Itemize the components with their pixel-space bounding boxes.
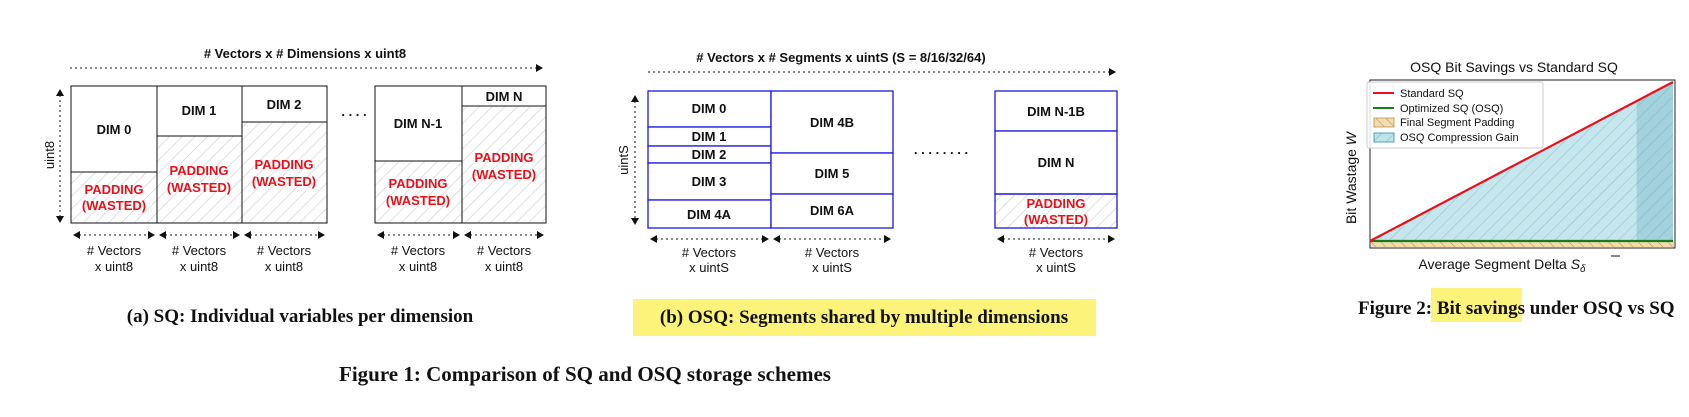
fig1a-bottom-2a: # Vectors — [172, 243, 227, 258]
fig1a-dots: . . . . — [341, 104, 366, 119]
fig1a-panel: # Vectors x # Dimensions x uint8 uint8 D… — [42, 46, 547, 327]
fig1a-dim0-pad-1: PADDING — [85, 182, 144, 197]
fig1b-bottom-2a: # Vectors — [805, 245, 860, 260]
fig1b-top-label: # Vectors x # Segments x uintS (S = 8/16… — [696, 50, 985, 65]
fig2-panel: OSQ Bit Savings vs Standard SQ Average S… — [1343, 59, 1676, 322]
chart-legend-box — [1366, 81, 1544, 149]
legend-label-gain: OSQ Compression Gain — [1400, 132, 1519, 144]
fig1b-pad-2: (WASTED) — [1024, 212, 1088, 227]
chart-xlabel: Average Segment Delta Sδ — [1418, 256, 1586, 275]
series-gain-edge-band — [1636, 82, 1673, 241]
fig1b-dimn-label: DIM N — [1038, 155, 1075, 170]
fig1b-y-label: uintS — [616, 145, 631, 175]
fig1b-caption: (b) OSQ: Segments shared by multiple dim… — [660, 307, 1068, 328]
fig1a-dimn1-padding — [374, 160, 463, 224]
legend-label-osq: Optimized SQ (OSQ) — [1400, 103, 1503, 115]
fig1b-bottom-1b: x uintS — [689, 260, 729, 275]
chart-title: OSQ Bit Savings vs Standard SQ — [1410, 59, 1618, 75]
legend-label-standard: Standard SQ — [1400, 88, 1464, 100]
fig1b-dim4b-label: DIM 4B — [810, 115, 854, 130]
fig1b-segment-3 — [994, 90, 1118, 229]
fig1b-caption-highlight — [633, 299, 1096, 336]
fig1a-dim1-padding — [156, 135, 243, 224]
fig1a-bottom-3a: # Vectors — [257, 243, 312, 258]
fig1a-dim0-label: DIM 0 — [97, 122, 132, 137]
fig1a-dim1-pad-2: (WASTED) — [167, 180, 231, 195]
figure1-caption: Figure 1: Comparison of SQ and OSQ stora… — [339, 362, 831, 386]
fig1b-pad-1: PADDING — [1027, 196, 1086, 211]
fig1a-caption: (a) SQ: Individual variables per dimensi… — [127, 306, 474, 327]
fig1b-bottom-3b: x uintS — [1036, 260, 1076, 275]
chart-ylabel: Bit Wastage W — [1343, 130, 1359, 224]
fig1b-dim4a-label: DIM 4A — [687, 207, 732, 222]
fig2-caption-highlight — [1431, 288, 1522, 322]
fig1b-bottom-1a: # Vectors — [682, 245, 737, 260]
fig1a-dim2-pad-2: (WASTED) — [252, 174, 316, 189]
fig1a-bottom-2b: x uint8 — [180, 259, 218, 274]
fig1a-bottom-1a: # Vectors — [87, 243, 142, 258]
fig1b-dim6a-label: DIM 6A — [810, 203, 855, 218]
series-standard-sq-line — [1369, 81, 1674, 242]
fig1b-dim1-label: DIM 1 — [692, 129, 727, 144]
fig2-caption: Figure 2: Bit savings under OSQ vs SQ — [1358, 298, 1675, 319]
fig1a-bottom-1b: x uint8 — [95, 259, 133, 274]
fig1b-dim3-label: DIM 3 — [692, 174, 727, 189]
fig1b-dots: . . . . . . . . — [914, 142, 968, 157]
fig1a-dimn1-cell — [374, 85, 463, 162]
fig1b-dim0-label: DIM 0 — [692, 101, 727, 116]
legend-swatch-padding — [1373, 117, 1395, 128]
fig1b-bottom-2b: x uintS — [812, 260, 852, 275]
fig1a-y-label: uint8 — [42, 141, 57, 169]
fig1a-dim1-label: DIM 1 — [182, 103, 217, 118]
fig1a-dimn-pad-2: (WASTED) — [472, 167, 536, 182]
fig1a-dim2-pad-1: PADDING — [255, 157, 314, 172]
series-final-segment-padding — [1371, 241, 1674, 247]
fig1a-bottom-4a: # Vectors — [391, 243, 446, 258]
fig1a-dimn-pad-1: PADDING — [475, 150, 534, 165]
legend-label-padding: Final Segment Padding — [1400, 117, 1514, 129]
fig1b-panel: # Vectors x # Segments x uintS (S = 8/16… — [616, 50, 1118, 336]
fig1a-bottom-5a: # Vectors — [477, 243, 532, 258]
fig1b-bottom-3a: # Vectors — [1029, 245, 1084, 260]
fig1a-bottom-5b: x uint8 — [485, 259, 523, 274]
fig1a-dimn-padding — [461, 105, 547, 224]
legend-swatch-gain — [1373, 132, 1395, 143]
chart-plot — [1369, 79, 1676, 249]
fig1a-dimn1-pad-2: (WASTED) — [386, 193, 450, 208]
fig1b-segment-2 — [770, 90, 894, 229]
fig1a-dimn1-pad-1: PADDING — [389, 176, 448, 191]
chart-legend: Standard SQ Optimized SQ (OSQ) Final Seg… — [1366, 81, 1544, 149]
fig1a-bottom-4b: x uint8 — [399, 259, 437, 274]
fig1a-dimn1-label: DIM N-1 — [394, 116, 442, 131]
fig1a-dim1-pad-1: PADDING — [170, 163, 229, 178]
fig1a-top-label: # Vectors x # Dimensions x uint8 — [204, 46, 406, 61]
fig1b-dimn1b-label: DIM N-1B — [1027, 104, 1085, 119]
fig1b-dim5-label: DIM 5 — [815, 166, 850, 181]
fig1a-dim2-padding — [241, 121, 328, 224]
fig1a-dim2-label: DIM 2 — [267, 97, 302, 112]
fig1a-bottom-3b: x uint8 — [265, 259, 303, 274]
fig1b-dim2-label: DIM 2 — [692, 147, 727, 162]
fig1a-dim0-padding — [70, 171, 158, 224]
fig1a-dimn-label: DIM N — [486, 89, 523, 104]
fig1a-dim0-pad-2: (WASTED) — [82, 198, 146, 213]
